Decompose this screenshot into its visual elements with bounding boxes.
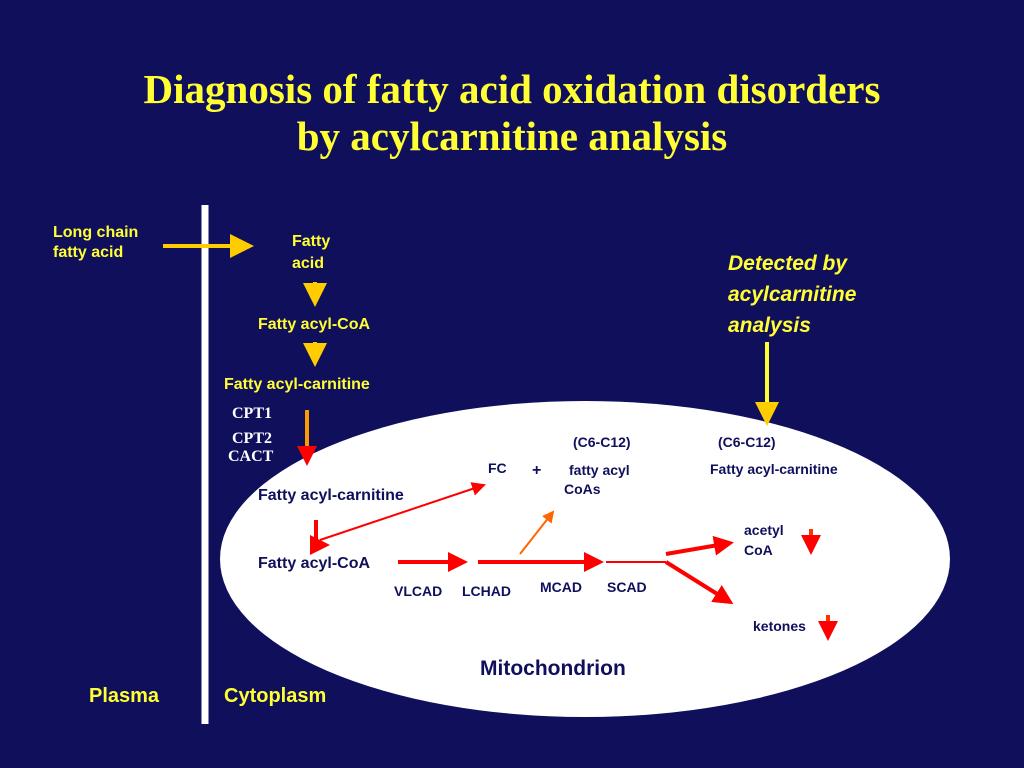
slide-title: Diagnosis of fatty acid oxidation disord… bbox=[0, 66, 1024, 160]
mcad-label: MCAD bbox=[540, 579, 582, 595]
plus-sign: + bbox=[532, 462, 542, 479]
vlcad-label: VLCAD bbox=[394, 583, 443, 599]
c6-c12-right-label: (C6-C12) bbox=[718, 434, 776, 450]
cpt1-label: CPT1 bbox=[232, 405, 272, 422]
cact-label: CACT bbox=[228, 448, 274, 465]
arrow-to-acyl-coas bbox=[519, 510, 555, 555]
arrow-to-fc bbox=[319, 482, 486, 541]
mitochondrion-label: Mitochondrion bbox=[480, 657, 626, 680]
acetyl-coa-label: acetyl CoA bbox=[744, 522, 784, 558]
fatty-acyl-carnitine-cytoplasm-label: Fatty acyl-carnitine bbox=[224, 376, 370, 393]
cytoplasm-label: Cytoplasm bbox=[224, 685, 327, 707]
fc-label: FC bbox=[488, 460, 507, 476]
fatty-acid-label: Fatty acid bbox=[292, 233, 331, 272]
slide-title-line2: by acylcarnitine analysis bbox=[296, 113, 728, 159]
arrow-to-ketones bbox=[664, 560, 734, 605]
fatty-acyl-carnitine-detected-label: Fatty acyl-carnitine bbox=[710, 461, 838, 477]
fatty-acyl-coa-cytoplasm-label: Fatty acyl-CoA bbox=[258, 316, 371, 333]
scad-label: SCAD bbox=[607, 579, 647, 595]
lchad-label: LCHAD bbox=[462, 583, 511, 599]
long-chain-fatty-acid-label: Long chain fatty acid bbox=[53, 224, 139, 261]
fatty-acyl-coas-label: fatty acyl CoAs bbox=[564, 462, 630, 497]
arrow-carnitine-to-coa bbox=[310, 520, 330, 555]
cpt2-label: CPT2 bbox=[232, 430, 272, 447]
fatty-acyl-carnitine-mito-label: Fatty acyl-carnitine bbox=[258, 487, 404, 504]
c6-c12-left-label: (C6-C12) bbox=[573, 434, 631, 450]
plasma-label: Plasma bbox=[89, 685, 160, 707]
slide-title-line1: Diagnosis of fatty acid oxidation disord… bbox=[143, 66, 881, 112]
fatty-acyl-coa-mito-label: Fatty acyl-CoA bbox=[258, 555, 371, 572]
ketones-label: ketones bbox=[753, 618, 806, 634]
arrow-to-acetyl-coa bbox=[665, 535, 734, 556]
detected-by-label: Detected by acylcarnitine analysis bbox=[728, 252, 857, 337]
